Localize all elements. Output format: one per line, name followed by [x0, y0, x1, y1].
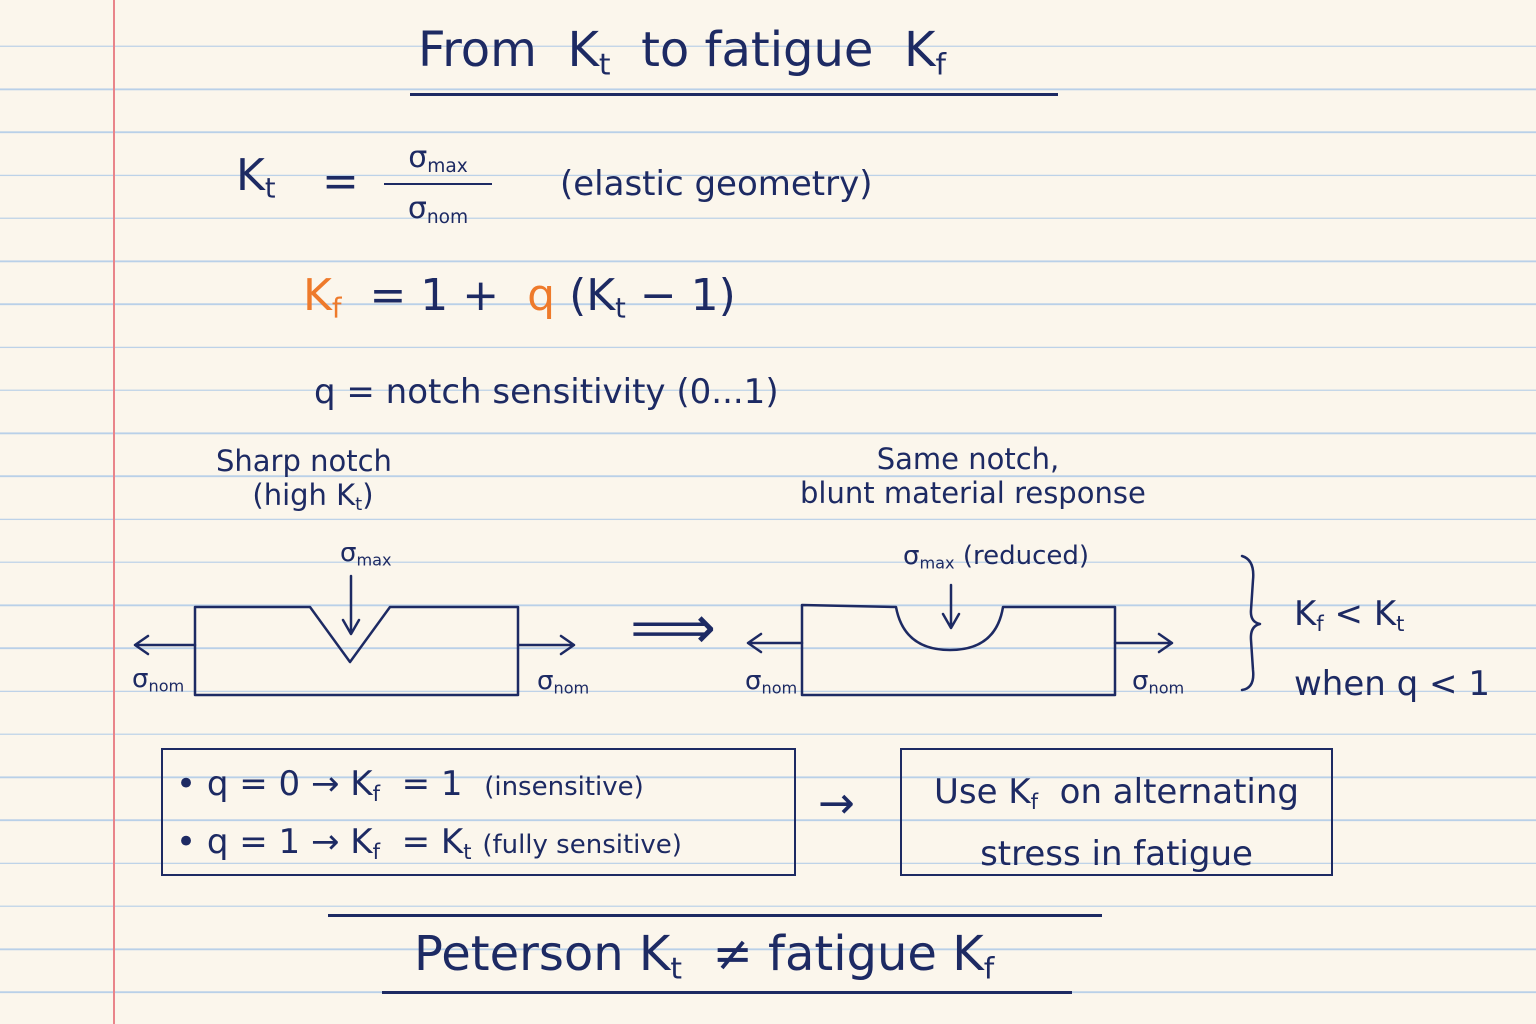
right-brace-icon — [1240, 554, 1262, 692]
brace-note: Kf < Kt when q < 1 — [1294, 594, 1490, 704]
kt-formula-note: (elastic geometry) — [560, 164, 873, 204]
sharp-notch-heading: Sharp notch (high Kt) — [216, 444, 392, 516]
use-kf-text: Use Kf on alternating stress in fatigue — [933, 772, 1300, 874]
kt-fraction: σmax σnom — [384, 140, 492, 228]
kt-formula-equals: = — [322, 156, 359, 207]
blunt-response-heading: Same notch, blunt material response — [800, 442, 1146, 510]
fraction-bar — [384, 183, 492, 186]
left-sigma-max-label: σmax — [340, 538, 392, 570]
implies-arrow: ⟹ — [630, 593, 717, 663]
left-arrow-icon — [746, 632, 804, 654]
right-arrow-icon — [516, 634, 576, 656]
q-definition: q = notch sensitivity (0...1) — [314, 372, 779, 412]
cases-box — [161, 748, 796, 876]
kt-formula-lhs: Kt — [236, 150, 276, 205]
blunt-notch-specimen — [800, 603, 1117, 697]
kf-formula: Kf = 1 + q (Kt − 1) — [303, 270, 736, 325]
use-kf-box — [900, 748, 1333, 876]
case-row-q1: • q = 1 → Kf = Kt (fully sensitive) — [176, 822, 682, 864]
footer-top-rule — [328, 914, 1102, 917]
right-sigma-max-label: σmax (reduced) — [903, 541, 1090, 573]
right-sigma-nom-label-right: σnom — [1132, 666, 1185, 698]
sharp-notch-specimen — [193, 605, 520, 697]
fraction-numerator: σmax — [408, 140, 468, 178]
left-sigma-nom-label-left: σnom — [132, 664, 185, 696]
q-symbol: q — [527, 270, 556, 321]
right-sigma-nom-label-left: σnom — [745, 666, 798, 698]
down-arrow-icon — [341, 574, 361, 636]
right-arrow-icon — [1113, 632, 1174, 654]
title-underline — [410, 93, 1058, 96]
left-arrow-icon — [133, 634, 197, 656]
left-sigma-nom-label-right: σnom — [537, 666, 590, 698]
down-arrow-icon — [941, 583, 961, 630]
case-row-q0: • q = 0 → Kf = 1 (insensitive) — [176, 764, 644, 806]
kf-symbol: Kf — [303, 270, 342, 325]
right-arrow-icon: → — [818, 778, 855, 829]
footer-statement: Peterson Kt ≠ fatigue Kf — [414, 926, 995, 987]
fraction-denominator: σnom — [407, 191, 469, 229]
page-title: From Kt to fatigue Kf — [418, 22, 946, 83]
footer-underline — [382, 991, 1072, 994]
